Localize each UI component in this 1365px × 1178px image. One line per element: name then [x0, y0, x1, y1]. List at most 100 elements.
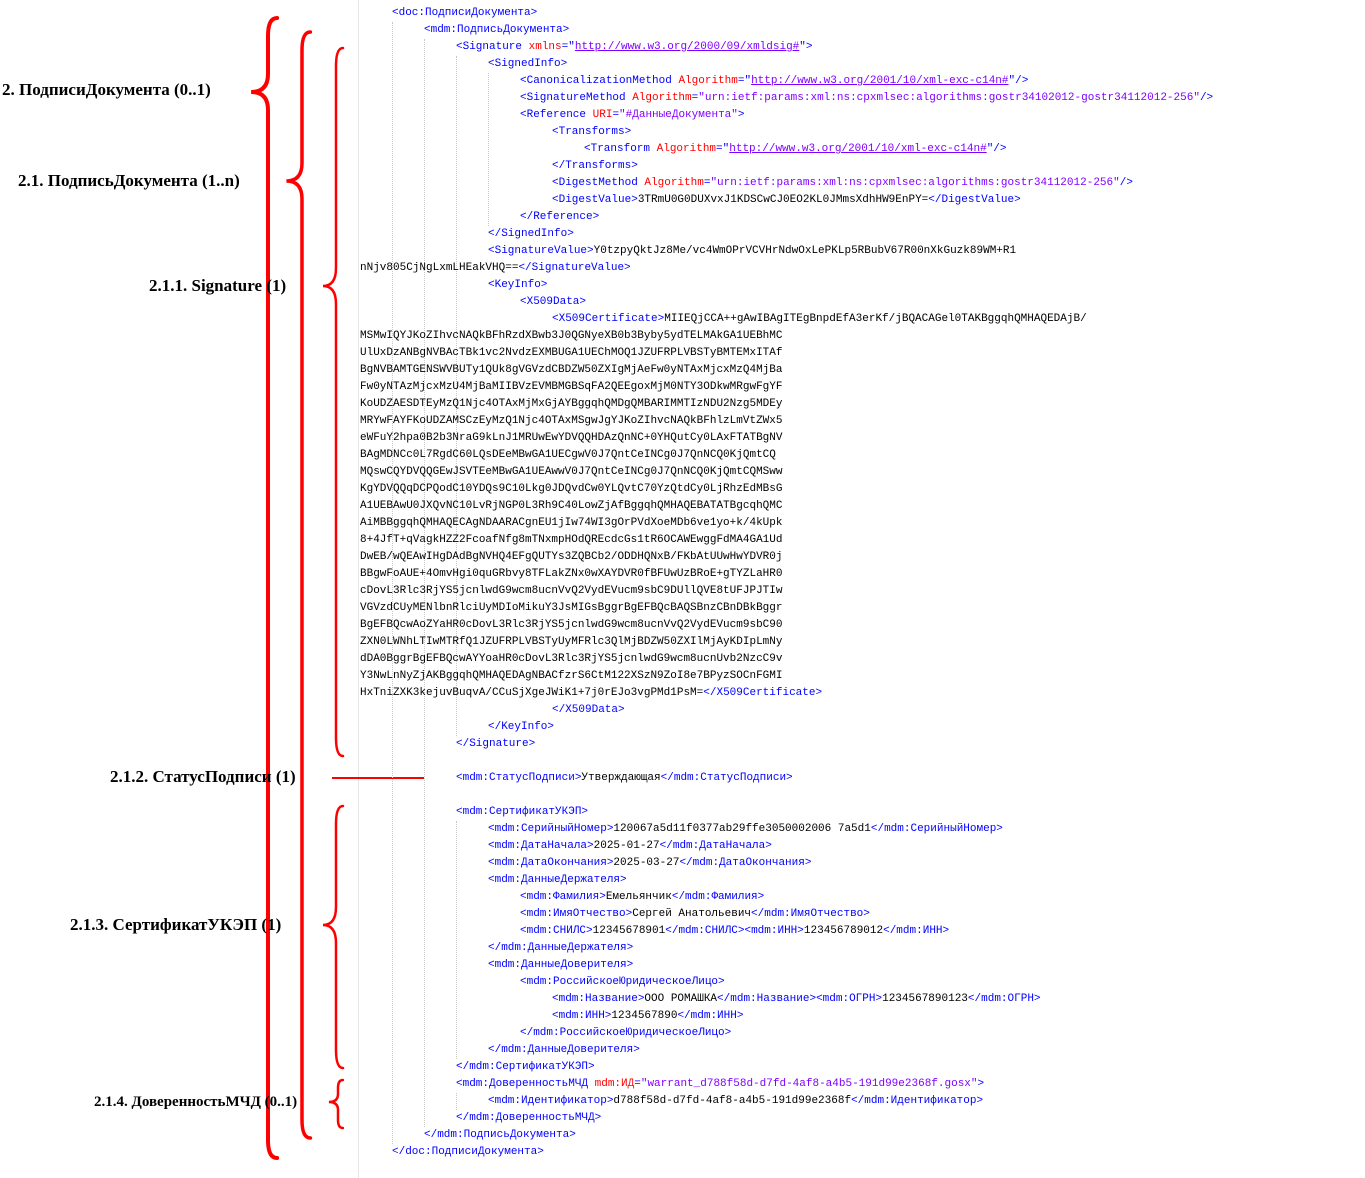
code-line: </X509Data> [552, 702, 625, 719]
xml-text: Емельянчик [605, 891, 672, 903]
code-line: <SignedInfo> [488, 56, 567, 73]
editor-gutter-divider [358, 0, 359, 1178]
xml-tag: </mdm:ПодписьДокумента> [424, 1129, 576, 1141]
xml-attr: xmlns [528, 41, 562, 53]
code-line: </Reference> [520, 209, 599, 226]
xml-tag: </doc:ПодписиДокумента> [392, 1146, 544, 1158]
xml-tag: <mdm:Идентификатор> [488, 1095, 614, 1107]
certificate-line: DwEB/wQEAwIHgDAdBgNVHQ4EFgQUTYs3ZQBCb2/O… [360, 551, 783, 563]
xml-tag: <Transform [584, 143, 657, 155]
code-line: <mdm:СертификатУКЭП> [456, 804, 588, 821]
xml-value: "urn:ietf:params:xml:ns:cpxmlsec:algorit… [698, 92, 1200, 104]
code-line: <mdm:Название>ООО РОМАШКА</mdm:Название>… [552, 991, 1041, 1008]
xml-tag: <SignedInfo> [488, 58, 568, 70]
code-line: DwEB/wQEAwIHgDAdBgNVHQ4EFgQUTYs3ZQBCb2/O… [360, 549, 782, 566]
code-line: <Transform Algorithm="http://www.w3.org/… [584, 141, 1007, 158]
code-line: MQswCQYDVQQGEwJSVTEeMBwGA1UEAwwV0J7QntCe… [360, 464, 782, 481]
indent-guide [392, 22, 393, 1144]
xml-tag: <mdm:ОГРН> [816, 993, 883, 1005]
code-line: BgNVBAMTGENSWVBUTy1QUk8gVGVzdCBDZW50ZXIg… [360, 362, 782, 379]
certificate-line: ZXN0LWNhLTIwMTRfQ1JZUFRPLVBSTyUyMFRlc3Ql… [360, 636, 783, 648]
code-line: KgYDVQQqDCPQodC10YDQs9C10Lkg0JDQvdCw0YLQ… [360, 481, 782, 498]
indent-guide [456, 821, 457, 1059]
code-line: <DigestValue>3TRmU0G0DUXvxJ1KDSCwCJ0EO2K… [552, 192, 1021, 209]
label-signature: 2.1.1. Signature (1) [149, 276, 287, 295]
code-line: eWFuY2hpa0B2b3NraG9kLnJ1MRUwEwYDVQQHDAzQ… [360, 430, 782, 447]
xml-tag: <DigestValue> [552, 194, 638, 206]
xml-text: ООО РОМАШКА [644, 993, 718, 1005]
code-line: A1UEBAwU0JXQvNC10LvRjNGP0L3Rh9C40LowZjAf… [360, 498, 782, 515]
xml-tag: </mdm:Название> [717, 993, 817, 1005]
xml-text: 120067a5d11f0377ab29ffe3050002006 7a5d1 [613, 823, 871, 835]
code-line: <mdm:СНИЛС>12345678901</mdm:СНИЛС><mdm:И… [520, 923, 949, 940]
xml-tag: </mdm:СертификатУКЭП> [456, 1061, 595, 1073]
xml-punct: /> [1199, 92, 1214, 104]
code-line: Y3NwLnNyZjAKBggqhQMHAQEDAgNBACfzrS6CtM12… [360, 668, 782, 685]
xml-text: 2025-03-27 [613, 857, 680, 869]
code-line: BAgMDNCc0L7RgdC60LQsDEeMBwGA1UECgwV0J7Qn… [360, 447, 776, 464]
code-line: ZXN0LWNhLTIwMTRfQ1JZUFRPLVBSTyUyMFRlc3Ql… [360, 634, 782, 651]
code-line: <mdm:Фамилия>Емельянчик</mdm:Фамилия> [520, 889, 764, 906]
xml-punct: > [977, 1078, 985, 1090]
code-line: </mdm:ДанныеДоверителя> [488, 1042, 640, 1059]
xml-tag: </KeyInfo> [488, 721, 555, 733]
certificate-line: cDovL3Rlc3RjYS5jcnlwdG9wcm8ucnVvQ2VydEVu… [360, 585, 783, 597]
label-sertifikat-ukep: 2.1.3. СертификатУКЭП (1) [70, 915, 282, 934]
certificate-line: MSMwIQYJKoZIhvcNAQkBFhRzdXBwb3J0QGNyeXB0… [360, 330, 783, 342]
xml-tag: <Reference [520, 109, 593, 121]
code-line: <X509Certificate>MIIEQjCCA++gAwIBAgITEgB… [552, 311, 1087, 328]
xml-tag: <DigestMethod [552, 177, 645, 189]
algorithm-link[interactable]: http://www.w3.org/2001/10/xml-exc-c14n# [751, 75, 1009, 87]
certificate-line: BBgwFoAUE+4OmvHgi0quGRbvy8TFLakZNx0wXAYD… [360, 568, 783, 580]
xml-tag: <CanonicalizationMethod [520, 75, 679, 87]
code-line: nNjv805CjNgLxmLHEakVHQ==</SignatureValue… [360, 260, 631, 277]
xml-punct: = [612, 109, 620, 121]
code-line: <SignatureValue>Y0tzpyQktJz8Me/vc4WmOPrV… [488, 243, 1016, 260]
code-line: <KeyInfo> [488, 277, 547, 294]
code-line: <Transforms> [552, 124, 631, 141]
xml-tag: <mdm:СНИЛС> [520, 925, 593, 937]
certificate-line: KgYDVQQqDCPQodC10YDQs9C10Lkg0JDQvdCw0YLQ… [360, 483, 783, 495]
xml-tag: <mdm:Название> [552, 993, 645, 1005]
xml-punct: = [691, 92, 699, 104]
xml-tag: </mdm:СНИЛС> [665, 925, 745, 937]
xml-text: 123456789012 [803, 925, 884, 937]
code-line: KoUDZAESDTEyMzQ1Njc4OTAxMjMxGjAYBggqhQMD… [360, 396, 782, 413]
code-line: dDA0BggrBgEFBQcwAYYoaHR0cDovL3Rlc3RjYS5j… [360, 651, 782, 668]
xml-punct: "> [799, 41, 813, 53]
code-line: VGVzdCUyMENlbnRlciUyMDIoMikuY3JsMIGsBggr… [360, 600, 782, 617]
xml-text: Сергей Анатольевич [632, 908, 752, 920]
xml-text: Y0tzpyQktJz8Me/vc4WmOPrVCVHrNdwOxLePKLp5… [593, 245, 1017, 257]
code-line: <mdm:Идентификатор>d788f58d-d7fd-4af8-a4… [488, 1093, 983, 1110]
xml-tag: </mdm:ИНН> [883, 925, 950, 937]
brace-podpis-dokumenta [286, 30, 313, 1140]
xml-tag: <mdm:ДанныеДержателя> [488, 874, 627, 886]
code-line: </KeyInfo> [488, 719, 554, 736]
xml-value: "#ДанныеДокумента" [619, 109, 738, 121]
xml-tag: <X509Data> [520, 296, 587, 308]
code-line: <CanonicalizationMethod Algorithm="http:… [520, 73, 1028, 90]
xml-tag: <KeyInfo> [488, 279, 548, 291]
indent-guide [424, 39, 425, 1127]
xml-tag: <SignatureValue> [488, 245, 594, 257]
code-line: <Signature xmlns="http://www.w3.org/2000… [456, 39, 812, 56]
code-line: </doc:ПодписиДокумента> [392, 1144, 544, 1161]
label-status-podpisi: 2.1.2. СтатусПодписи (1) [110, 767, 296, 786]
certificate-line: HxTniZXK3kejuvBuqvA/CCuSjXgeJWiK1+7j0rEJ… [360, 687, 704, 699]
code-line: <mdm:ДоверенностьМЧД mdm:ИД="warrant_d78… [456, 1076, 984, 1093]
xmlns-link[interactable]: http://www.w3.org/2000/09/xmldsig# [574, 41, 800, 53]
certificate-line: Fw0yNTAzMjcxMzU4MjBaMIIBVzEVMBMGBSqFA2QE… [360, 381, 783, 393]
xml-text: d788f58d-d7fd-4af8-a4b5-191d99e2368f [613, 1095, 852, 1107]
certificate-line: MQswCQYDVQQGEwJSVTEeMBwGA1UEAwwV0J7QntCe… [360, 466, 783, 478]
xml-tag: </mdm:СтатусПодписи> [660, 772, 793, 784]
algorithm-link[interactable]: http://www.w3.org/2001/10/xml-exc-c14n# [729, 143, 987, 155]
xml-attr: Algorithm [632, 92, 692, 104]
code-line: </mdm:СертификатУКЭП> [456, 1059, 595, 1076]
xml-tag: <X509Certificate> [552, 313, 665, 325]
code-line: BgEFBQcwAoZYaHR0cDovL3Rlc3RjYS5jcnlwdG9w… [360, 617, 782, 634]
code-line: HxTniZXK3kejuvBuqvA/CCuSjXgeJWiK1+7j0rEJ… [360, 685, 822, 702]
xml-text: MIIEQjCCA++gAwIBAgITEgBnpdEfA3erKf/jBQAC… [664, 313, 1087, 325]
certificate-line: AiMBBggqhQMHAQECAgNDAARACgnEU1jIw74WI3gO… [360, 517, 783, 529]
brace-sertifikat-ukep [322, 804, 345, 1070]
xml-tag: <SignatureMethod [520, 92, 633, 104]
